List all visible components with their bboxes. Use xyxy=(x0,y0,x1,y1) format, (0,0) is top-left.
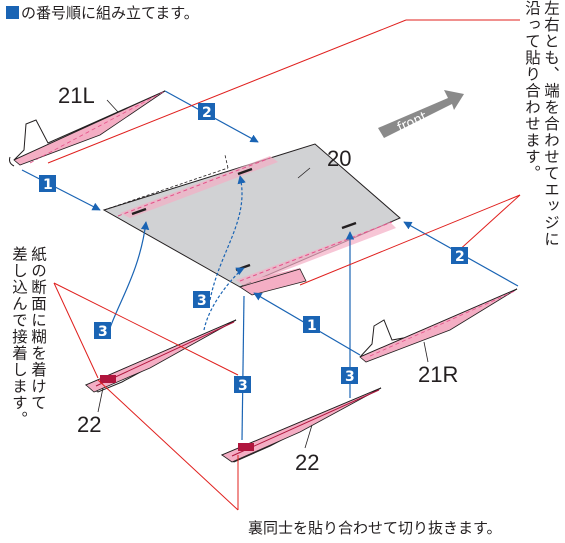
svg-text:3: 3 xyxy=(197,293,207,309)
svg-text:1: 1 xyxy=(307,318,317,334)
svg-text:3: 3 xyxy=(238,378,248,394)
fin-22-left xyxy=(84,319,237,393)
step-3-badge-center: 3 xyxy=(193,291,210,309)
step-3-badge-right: 3 xyxy=(341,367,358,385)
step-3-badge-left: 3 xyxy=(94,322,111,340)
svg-text:1: 1 xyxy=(43,177,53,193)
instruction-left-line1: 紙の断面に糊を着けて xyxy=(29,246,47,411)
header-instruction: の番号順に組み立てます。 xyxy=(6,4,199,22)
svg-text:2: 2 xyxy=(202,105,212,121)
leader-lines xyxy=(47,19,521,511)
instruction-right-line2: 沿って貼り合わせます。 xyxy=(523,0,541,182)
bottom-note: 裏同士を貼り合わせて切り抜きます。 xyxy=(248,519,502,537)
svg-text:3: 3 xyxy=(98,324,108,340)
fin-22-right xyxy=(220,387,382,463)
step-2-badge-top: 2 xyxy=(198,103,215,121)
blue-square-icon xyxy=(6,6,19,19)
part-label-21R: 21R xyxy=(418,362,458,387)
instruction-left-line2: 差し込んで接着します。 xyxy=(10,246,28,428)
part-label-21L: 21L xyxy=(58,83,95,108)
step-3-badge-lower: 3 xyxy=(234,376,251,394)
instruction-right-line1: 左右とも、端を合わせてエッジに xyxy=(542,0,560,248)
part-label-22-right: 22 xyxy=(295,450,319,475)
part-label-22-left: 22 xyxy=(77,412,101,437)
part-label-20: 20 xyxy=(327,146,351,171)
step-1-badge-left: 1 xyxy=(39,175,56,193)
front-label: front xyxy=(395,109,429,135)
front-arrow: front xyxy=(378,90,464,138)
step-1-badge-right: 1 xyxy=(303,316,320,334)
svg-text:2: 2 xyxy=(455,249,465,265)
svg-text:3: 3 xyxy=(345,369,355,385)
center-panel-20 xyxy=(102,143,401,296)
left-wing-21L xyxy=(9,90,166,167)
instruction-right: 左右とも、端を合わせてエッジに 沿って貼り合わせます。 xyxy=(522,0,560,248)
header-text: の番号順に組み立てます。 xyxy=(21,4,199,22)
step-2-badge-right: 2 xyxy=(451,247,468,265)
instruction-left: 紙の断面に糊を着けて 差し込んで接着します。 xyxy=(9,246,47,428)
right-wing-21R xyxy=(359,288,518,363)
